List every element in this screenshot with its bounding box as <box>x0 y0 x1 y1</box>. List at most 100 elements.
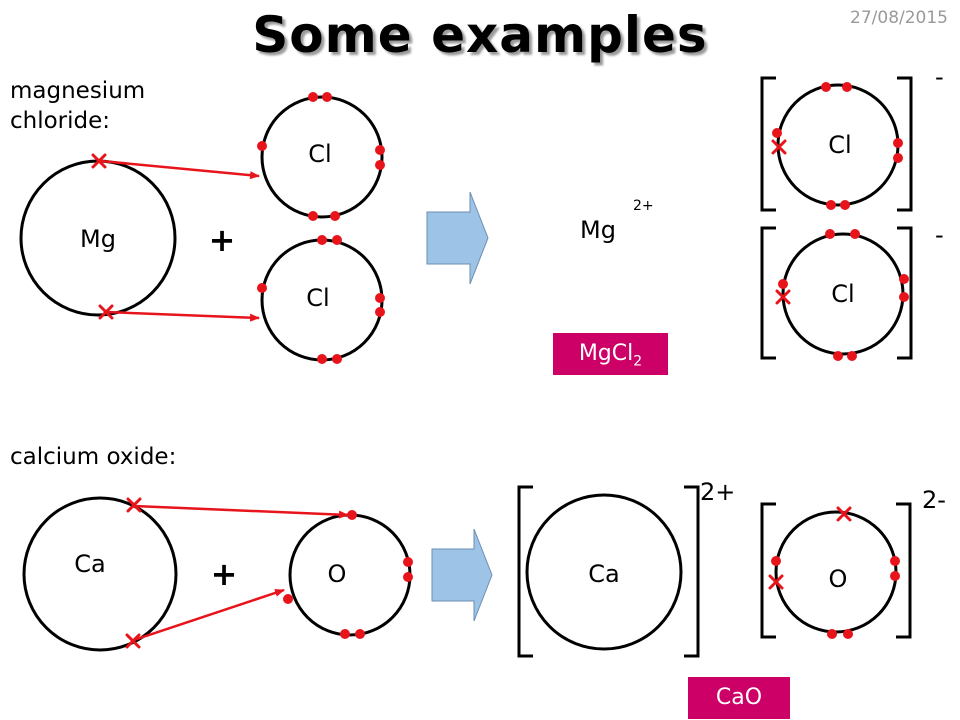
ca-symbol: Ca <box>74 550 105 578</box>
bracket-left <box>760 502 776 639</box>
electron-dot <box>375 145 385 155</box>
cl-atom-1: Cl <box>260 95 384 219</box>
electron-dot <box>843 629 853 639</box>
electron-cross <box>768 574 784 590</box>
electron-cross <box>775 289 791 305</box>
cao-label: calcium oxide: <box>10 444 177 470</box>
o-ion-electrons <box>771 556 900 639</box>
cl-ion-1-symbol: Cl <box>828 131 851 159</box>
electron-dot <box>355 629 365 639</box>
electron-dot <box>825 229 835 239</box>
slide-date: 27/08/2015 <box>850 8 948 28</box>
mg-ion-symbol: Mg <box>580 216 616 244</box>
cl-ion-2-symbol: Cl <box>831 280 854 308</box>
mgcl2-label: magnesium chloride: <box>10 76 145 136</box>
electron-dot <box>850 229 860 239</box>
electron-dot <box>332 354 342 364</box>
electron-dot <box>899 292 909 302</box>
mgcl2-formula-main: MgCl <box>578 341 634 366</box>
cao-formula-box: CaO <box>688 677 790 719</box>
electron-dot <box>322 92 332 102</box>
o-shell <box>288 513 412 637</box>
cl-atom-2: Cl <box>260 238 384 362</box>
electron-dot <box>330 211 340 221</box>
electron-dot <box>833 351 843 361</box>
o-symbol: O <box>328 560 347 588</box>
electron-dot <box>771 556 781 566</box>
ca-atom: Ca <box>22 496 178 652</box>
slide-title: Some examples <box>252 6 708 64</box>
transfer-arrow <box>133 504 349 519</box>
electron-dot <box>375 293 385 303</box>
mgcl2-formula-box: MgCl2 <box>553 333 668 375</box>
reaction-arrow-icon <box>431 528 493 622</box>
mgcl2-label-line2: chloride: <box>10 108 111 134</box>
electron-dot <box>893 153 903 163</box>
electron-dot <box>847 351 857 361</box>
bracket-right <box>684 485 700 658</box>
electron-dot <box>308 211 318 221</box>
cl-1-symbol: Cl <box>308 140 331 168</box>
ca-ion-symbol: Ca <box>588 560 619 588</box>
mgcl2-plus-sign: + <box>209 221 236 259</box>
mg-symbol: Mg <box>80 225 116 253</box>
electron-dot <box>317 354 327 364</box>
mgcl2-transfer-arrows <box>100 159 260 322</box>
electron-dot <box>821 82 831 92</box>
electron-cross <box>125 633 141 649</box>
electron-dot <box>403 557 413 567</box>
ca-electron-crosses <box>125 497 142 649</box>
electron-dot <box>332 235 342 245</box>
electron-dot <box>308 92 318 102</box>
mgcl2-label-line1: magnesium <box>10 78 146 104</box>
electron-dot <box>257 141 267 151</box>
electron-dot <box>842 82 852 92</box>
transfer-arrow <box>105 310 260 322</box>
bracket-left <box>760 76 776 212</box>
transfer-arrow <box>133 588 285 642</box>
electron-dot <box>890 556 900 566</box>
o-ion: O 2- <box>760 486 946 639</box>
cao-plus-sign: + <box>211 555 238 593</box>
electron-dot <box>890 571 900 581</box>
ca-ion-charge: 2+ <box>700 478 735 506</box>
bracket-left <box>760 226 776 360</box>
o-electrons <box>283 510 413 639</box>
cao-transfer-arrows <box>133 504 349 642</box>
o-ion-electron-crosses <box>768 506 852 590</box>
electron-cross <box>126 497 142 513</box>
electron-dot <box>827 629 837 639</box>
ca-shell <box>22 496 178 652</box>
o-ion-symbol: O <box>829 565 848 593</box>
bracket-right <box>897 76 913 212</box>
electron-dot <box>375 160 385 170</box>
electron-dot <box>375 307 385 317</box>
mg-atom: Mg <box>19 159 177 317</box>
cl-2-symbol: Cl <box>306 284 329 312</box>
electron-dot <box>840 200 850 210</box>
electron-dot <box>257 283 267 293</box>
cl-1-electrons <box>257 92 385 221</box>
electron-dot <box>826 200 836 210</box>
electron-dot <box>772 128 782 138</box>
electron-dot <box>899 274 909 284</box>
mg-ion-charge: 2+ <box>633 198 654 214</box>
cl-2-electrons <box>257 235 385 364</box>
o-ion-charge: 2- <box>922 486 946 514</box>
cl-ion-2: Cl - <box>760 221 944 361</box>
transfer-arrow <box>100 159 260 180</box>
electron-cross <box>771 139 787 155</box>
electron-dot <box>893 138 903 148</box>
bracket-right <box>896 502 912 639</box>
ca-ion-shell <box>525 493 683 651</box>
bracket-right <box>897 226 913 360</box>
electron-cross <box>91 153 107 169</box>
cl-ion-1-charge: - <box>935 63 944 91</box>
mgcl2-formula-sub: 2 <box>633 353 643 370</box>
o-atom: O <box>288 513 412 637</box>
cl-ion-2-electrons <box>778 229 909 361</box>
electron-dot <box>317 235 327 245</box>
electron-dot <box>283 594 293 604</box>
